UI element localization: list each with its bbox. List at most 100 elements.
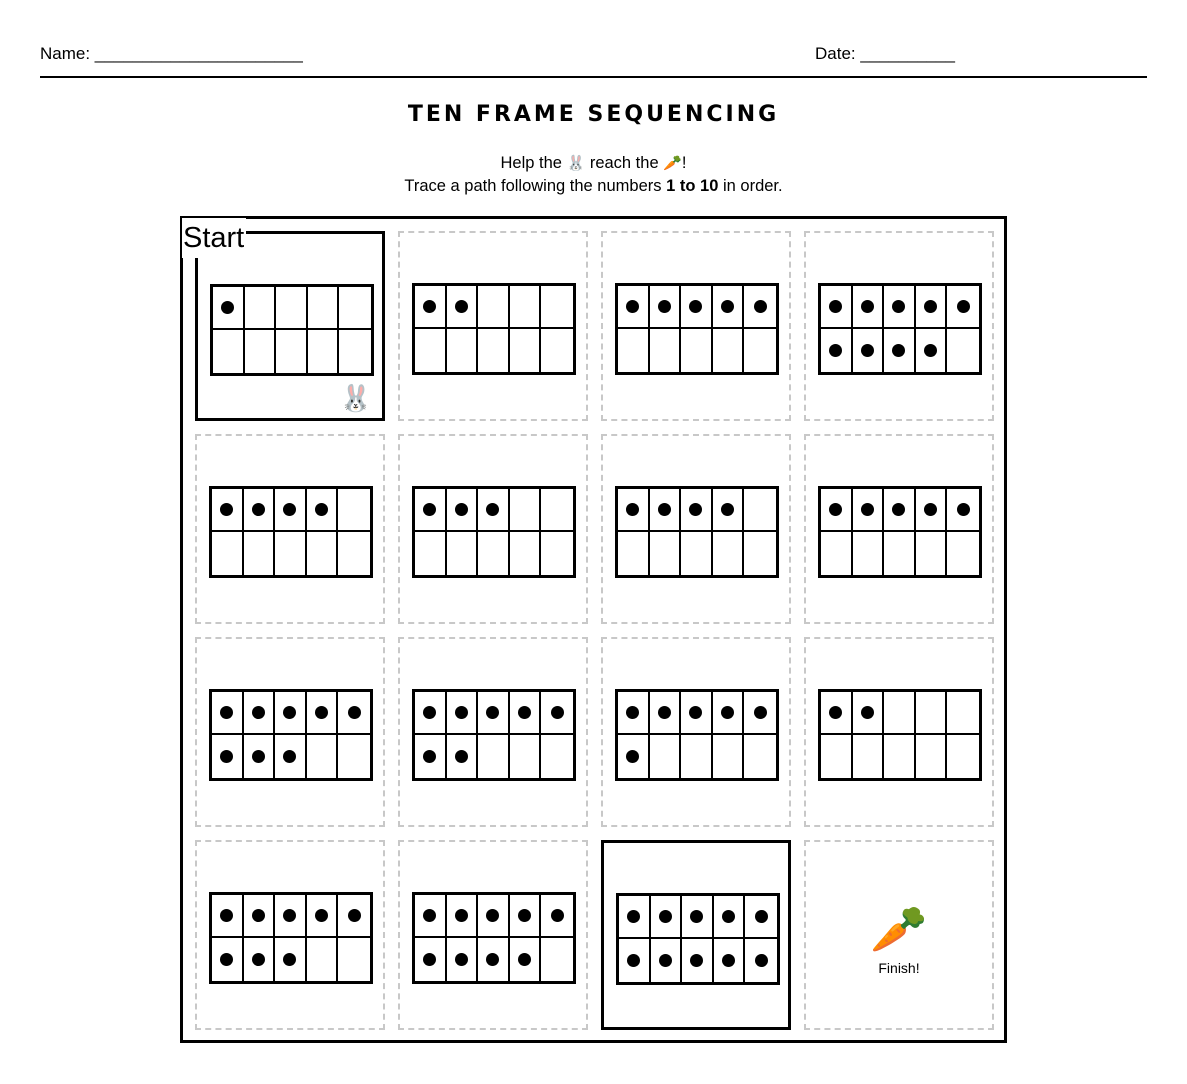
ten-frame-square [618, 692, 650, 735]
maze-cell[interactable] [804, 637, 994, 827]
counter-dot [251, 909, 265, 922]
ten-frame-square [245, 330, 277, 373]
ten-frame-square [275, 692, 307, 735]
counter-dot [860, 706, 874, 719]
ten-frame-square [916, 532, 948, 575]
counter-dot [754, 910, 768, 923]
maze-cell[interactable] [195, 637, 385, 827]
ten-frame-square [541, 735, 573, 778]
ten-frame-square [275, 532, 307, 575]
ten-frame-square [446, 692, 479, 735]
counter-dot [283, 503, 297, 516]
instructions-text: in order. [722, 177, 783, 195]
maze-cell[interactable] [804, 231, 994, 421]
ten-frame-square [509, 286, 542, 329]
maze-cell[interactable]: 🐰 [195, 231, 385, 421]
ten-frame-square [744, 489, 776, 532]
counter-dot [454, 300, 468, 313]
counter-dot [486, 503, 500, 516]
ten-frame-square [306, 692, 339, 735]
counter-dot [220, 909, 234, 922]
ten-frame [412, 892, 576, 984]
counter-dot [892, 300, 906, 313]
ten-frame-square [618, 489, 650, 532]
maze-cell[interactable] [601, 840, 791, 1030]
counter-dot [518, 706, 532, 719]
ten-frame-square [244, 735, 276, 778]
ten-frame-square [915, 489, 948, 532]
counter-dot [423, 706, 437, 719]
ten-frame-square [541, 692, 573, 735]
ten-frame-square [852, 692, 885, 735]
worksheet-header: Name: ______________________ Date: _____… [40, 42, 1147, 78]
counter-dot [220, 503, 234, 516]
ten-frame-square [338, 489, 370, 532]
maze-cell[interactable] [195, 434, 385, 624]
maze-cell[interactable] [398, 231, 588, 421]
ten-frame-square [244, 532, 276, 575]
ten-frame-square [213, 287, 245, 330]
counter-dot [315, 909, 329, 922]
counter-dot [829, 503, 843, 516]
finish-label: Finish! [878, 960, 920, 976]
instructions-text: Trace a path following the numbers [404, 177, 662, 195]
ten-frame-square [712, 692, 745, 735]
maze-cell[interactable] [601, 231, 791, 421]
counter-dot [860, 503, 874, 516]
ten-frame-square [243, 692, 276, 735]
counter-dot [423, 300, 437, 313]
counter-dot [924, 300, 938, 313]
ten-frame-square [681, 692, 713, 735]
counter-dot [754, 954, 768, 967]
counter-dot [924, 344, 938, 357]
ten-frame-square [744, 329, 776, 372]
ten-frame-square [681, 329, 713, 372]
name-field[interactable]: Name: ______________________ [40, 44, 303, 63]
maze-cell[interactable] [195, 840, 385, 1030]
ten-frame-square [853, 532, 885, 575]
ten-frame-square [915, 286, 948, 329]
ten-frame-square [275, 895, 307, 938]
instructions: Help the 🐰 reach the 🥕! Trace a path fol… [0, 152, 1187, 198]
counter-dot [689, 300, 703, 313]
ten-frame-square [681, 532, 713, 575]
ten-frame-square [681, 286, 713, 329]
counter-dot [860, 300, 874, 313]
ten-frame-square [821, 532, 853, 575]
ten-frame-square [213, 330, 245, 373]
ten-frame-square [276, 330, 308, 373]
counter-dot [626, 750, 640, 763]
ten-frame-square [415, 692, 447, 735]
bunny-icon: 🐰 [339, 384, 372, 414]
ten-frame [412, 283, 576, 375]
ten-frame-square [510, 329, 542, 372]
maze-cell[interactable] [804, 434, 994, 624]
instructions-range: 1 to 10 [666, 177, 719, 195]
maze-cell[interactable] [601, 637, 791, 827]
counter-dot [486, 706, 500, 719]
maze-cell[interactable] [601, 434, 791, 624]
counter-dot [829, 300, 843, 313]
ten-frame-square [853, 735, 885, 778]
ten-frame-square [338, 692, 370, 735]
ten-frame-square [650, 735, 682, 778]
ten-frame-square [243, 489, 276, 532]
counter-dot [283, 706, 297, 719]
ten-frame-square [447, 329, 479, 372]
finish-cell[interactable]: 🥕Finish! [804, 840, 994, 1030]
ten-frame-square [884, 329, 916, 372]
date-field[interactable]: Date: __________ [815, 44, 955, 63]
maze-cell[interactable] [398, 840, 588, 1030]
counter-dot [829, 344, 843, 357]
ten-frame-square [306, 489, 339, 532]
ten-frame [615, 486, 779, 578]
maze-cell[interactable] [398, 434, 588, 624]
ten-frame-square [712, 489, 745, 532]
counter-dot [454, 503, 468, 516]
bunny-icon: 🐰 [566, 155, 586, 172]
counter-dot [315, 503, 329, 516]
ten-frame-square [853, 329, 885, 372]
maze-cell[interactable] [398, 637, 588, 827]
ten-frame-square [510, 735, 542, 778]
ten-frame-square [244, 938, 276, 981]
